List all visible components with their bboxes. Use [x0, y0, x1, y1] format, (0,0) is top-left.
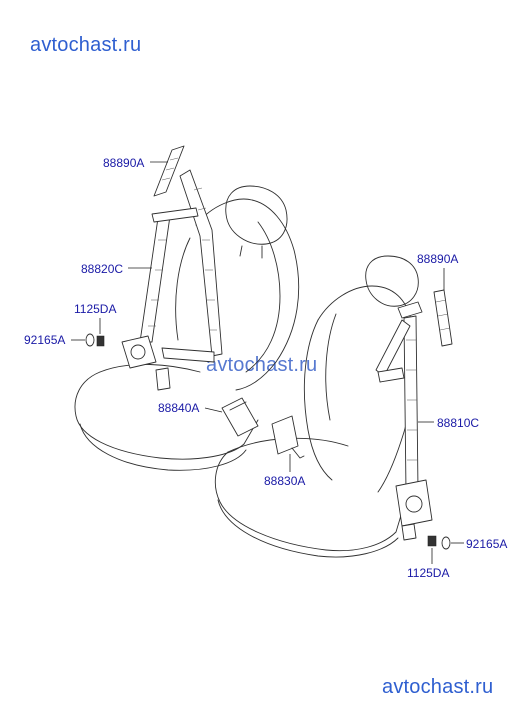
right-buckle	[271, 415, 299, 455]
right-bolt	[427, 535, 437, 547]
left-seat-backrest-inner	[245, 221, 281, 373]
label-88890a-right: 88890A	[417, 252, 459, 266]
right-belt-assembly	[271, 289, 453, 550]
left-washer	[85, 333, 95, 347]
watermark-bottom: avtochast.ru	[382, 676, 494, 698]
right-seat	[214, 255, 419, 558]
right-seat-cushion-front	[214, 451, 403, 552]
left-belt-assembly	[85, 145, 259, 437]
left-belt-webbing-diagonal	[179, 169, 223, 357]
left-seat-cushion-front	[74, 371, 245, 460]
left-belt-webbing-vertical	[139, 215, 171, 343]
left-belt-lap-webbing	[161, 347, 215, 363]
label-92165a-left: 92165A	[24, 333, 66, 347]
left-seat-backrest-outer	[195, 198, 300, 391]
right-retractor	[395, 479, 433, 527]
left-headrest	[225, 185, 288, 245]
left-seat-cushion-top	[99, 363, 201, 373]
left-seat	[74, 185, 300, 471]
left-bolt	[96, 335, 105, 347]
right-washer	[441, 536, 451, 550]
left-anchor-plate	[155, 367, 171, 391]
label-88810c: 88810C	[437, 416, 480, 430]
left-retractor	[121, 335, 157, 369]
label-1125da-right: 1125DA	[407, 566, 450, 580]
right-seat-cushion-bottom	[217, 499, 399, 558]
label-88830a: 88830A	[264, 474, 306, 488]
left-buckle	[221, 397, 259, 437]
label-88840a: 88840A	[158, 401, 200, 415]
right-d-ring	[397, 301, 423, 319]
left-seat-cushion-bottom	[79, 423, 247, 471]
watermark-middle: avtochast.ru	[206, 354, 318, 376]
right-seat-backrest-inner	[303, 319, 333, 481]
label-92165a-right: 92165A	[466, 537, 508, 551]
label-88820c: 88820C	[81, 262, 124, 276]
right-belt-webbing-vertical	[403, 315, 419, 493]
leader-lines	[71, 161, 464, 564]
label-1125da-left: 1125DA	[74, 302, 117, 316]
label-88890a-left: 88890A	[103, 156, 145, 170]
watermark-top: avtochast.ru	[30, 34, 142, 56]
left-height-adjuster	[153, 145, 185, 197]
right-height-adjuster	[433, 289, 453, 347]
right-seat-backrest-outer	[317, 285, 417, 493]
right-headrest	[365, 255, 419, 307]
